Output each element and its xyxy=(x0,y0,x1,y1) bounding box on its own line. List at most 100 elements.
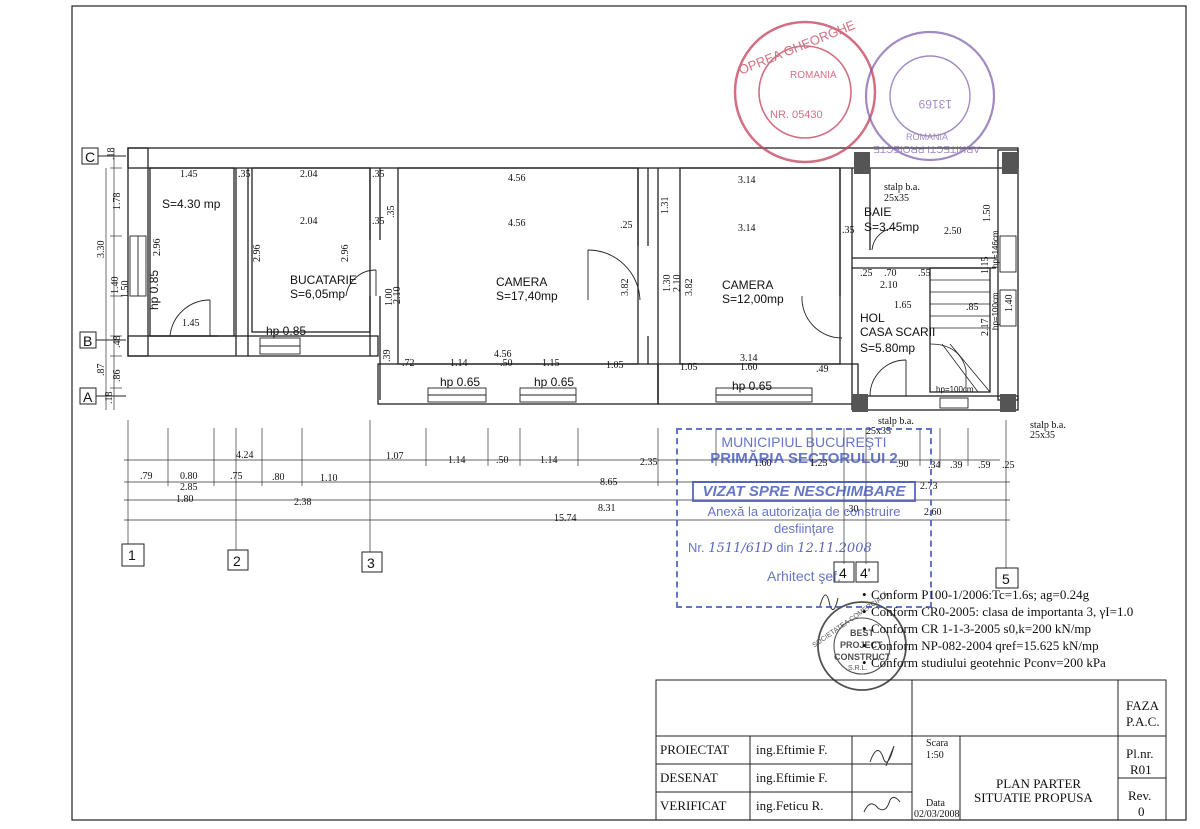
dim-vert-3: 1.40 xyxy=(110,277,121,295)
tb-rev-value: 0 xyxy=(1138,804,1145,819)
purple-seal: ARHITECTI PROIECTE ROMANIA 13169 xyxy=(864,30,996,162)
dim-misc-11: .35 xyxy=(386,206,397,219)
dim-chain1-6: 1.60 xyxy=(754,458,772,469)
tb-name-verificat: ing.Feticu R. xyxy=(756,798,824,813)
dim-chain2-3: .75 xyxy=(230,471,243,482)
dim-misc-15: 2.17 xyxy=(980,319,991,337)
dim-chain2-sub: 2.85 xyxy=(180,482,198,493)
purple-seal-ring: ARHITECTI PROIECTE xyxy=(873,143,980,154)
dim-vert-4: 1.50 xyxy=(120,281,131,299)
dim-chain3-5: .30 xyxy=(846,504,859,515)
red-seal-ring: OPREA GHEORGHE xyxy=(736,17,857,78)
dim-chain1-5: 2.35 xyxy=(640,457,658,468)
tb-title-1: PLAN PARTER xyxy=(996,776,1082,791)
pillar-bottom-label: stalp b.a. xyxy=(878,416,914,427)
dim-misc-16: .39 xyxy=(382,350,393,363)
tb-date-value: 02/03/2008 xyxy=(914,809,960,820)
dim-chain2-4: .80 xyxy=(272,472,285,483)
dim-bottom-9: 1.60 xyxy=(740,362,758,373)
dim-misc-2: 2.96 xyxy=(252,245,263,263)
window-hp-b: hp 0.65 xyxy=(534,375,574,389)
dim-chain3-4: 2.60 xyxy=(924,507,942,518)
approval-stamp-line-3: VIZAT SPRE NESCHIMBARE xyxy=(692,481,916,502)
note-item: Conform studiului geotehnic Pconv=200 kP… xyxy=(862,654,1133,671)
tb-scale-label: Scara xyxy=(926,738,949,749)
approval-stamp-nr-value: 1511/61D xyxy=(708,541,773,556)
approval-stamp-line-4b: desfiinţare xyxy=(774,521,834,536)
room-kitchen-name: BUCATARIE xyxy=(290,273,357,287)
dim-right-4: 2.10 xyxy=(880,280,898,291)
dimension-lines xyxy=(105,148,1010,568)
tb-title-2: SITUATIE PROPUSA xyxy=(974,790,1093,805)
dim-chain3-2: 2.38 xyxy=(294,497,312,508)
room-2-name: CAMERA xyxy=(722,278,773,292)
dim-chain2-1: .79 xyxy=(140,471,153,482)
approval-stamp-din-value: 12.11.2008 xyxy=(797,541,872,556)
company-seal-center-4: S.R.L. xyxy=(848,665,868,672)
dim-chain3-3: 8.31 xyxy=(598,503,616,514)
tb-rev-label: Rev. xyxy=(1128,788,1152,803)
purple-seal-center-1: ROMANIA xyxy=(906,132,948,142)
room-kitchen-window: hp 0.85 xyxy=(266,324,306,338)
dim-vert-7: .86 xyxy=(112,370,123,383)
pillar-top-size: 25x35 xyxy=(884,193,909,204)
dim-bottom-7: 1.05 xyxy=(680,362,698,373)
tb-phase-label: FAZA xyxy=(1126,698,1159,713)
room-1-area: S=17,40mp xyxy=(496,289,558,303)
axis-label-c: C xyxy=(85,149,95,165)
dim-misc-9: 3.82 xyxy=(684,279,695,297)
room-2-area: S=12,00mp xyxy=(722,292,784,306)
axis-label-3: 3 xyxy=(367,555,375,571)
dim-bottom-5: 1.15 xyxy=(542,358,560,369)
sheet-frame xyxy=(71,5,1187,821)
approval-stamp-nr-label: Nr. xyxy=(688,540,705,555)
dim-top-6: 3.14 xyxy=(738,175,756,186)
dim-misc-12: 1.50 xyxy=(982,205,993,223)
purple-seal-center-2: 13169 xyxy=(918,97,952,111)
window-hp-c: hp 0.65 xyxy=(732,379,772,393)
dim-vert-2: 3.30 xyxy=(96,241,107,259)
dim-chain2-2: 0.80 xyxy=(180,471,198,482)
walls xyxy=(127,147,1019,411)
dim-inner-3: 4.56 xyxy=(508,218,526,229)
dim-chain1-4: 1.14 xyxy=(540,455,558,466)
dim-chain1-3: .50 xyxy=(496,455,509,466)
axis-label-4p: 4' xyxy=(860,565,870,581)
dim-bottom-1: .72 xyxy=(402,358,415,369)
dim-bottom-8: 3.14 xyxy=(740,353,758,364)
stair-hp: hp=100cm xyxy=(936,385,974,394)
dim-bottom-6: 1.05 xyxy=(606,360,624,371)
dim-chain1-8: .90 xyxy=(896,459,909,470)
dim-top-2: .35 xyxy=(238,169,251,180)
dim-chain1-11: .59 xyxy=(978,460,991,471)
approval-stamp-architect: Arhitect şef, xyxy=(767,568,841,584)
dim-misc-6: 3.82 xyxy=(620,279,631,297)
dim-top-3: 2.04 xyxy=(300,169,318,180)
approval-stamp-line-2: PRIMĂRIA SECTORULUI 2 xyxy=(710,450,898,467)
dim-chain1-10: .39 xyxy=(950,460,963,471)
dim-inner-5: 3.14 xyxy=(738,223,756,234)
axis-label-1: 1 xyxy=(128,547,136,563)
dim-right-3: .55 xyxy=(918,268,931,279)
pillar-right-size: 25x35 xyxy=(1030,430,1055,441)
tb-plan-nr-label: Pl.nr. xyxy=(1126,746,1154,761)
dim-misc-3: 2.96 xyxy=(340,245,351,263)
approval-stamp-line-4: Anexă la autorizaţia de construire xyxy=(707,504,901,519)
dim-total: 15.74 xyxy=(554,513,577,524)
axis-label-b: B xyxy=(83,333,92,349)
approval-stamp: MUNICIPIUL BUCUREŞTI PRIMĂRIA SECTORULUI… xyxy=(676,428,932,608)
red-seal: OPREA GHEORGHE ROMANIA NR. 05430 xyxy=(733,17,877,164)
dim-right-6: .85 xyxy=(966,302,979,313)
note-item: Conform NP-082-2004 qref=15.625 kN/mp xyxy=(862,637,1133,654)
pillar-top-label: stalp b.a. xyxy=(884,182,920,193)
dim-chain1-over: 4.24 xyxy=(236,450,254,461)
tb-scale-value: 1:50 xyxy=(926,750,944,761)
dim-inner-1: 2.04 xyxy=(300,216,318,227)
pillar-bottom-size: 25x35 xyxy=(866,426,891,437)
dim-chain1-7: 1.23 xyxy=(810,458,828,469)
dim-chain2-6: 8.65 xyxy=(600,477,618,488)
window-hp-a: hp 0.65 xyxy=(440,375,480,389)
tb-plan-nr-value: R01 xyxy=(1130,762,1152,777)
dim-chain1-12: .25 xyxy=(1002,460,1015,471)
